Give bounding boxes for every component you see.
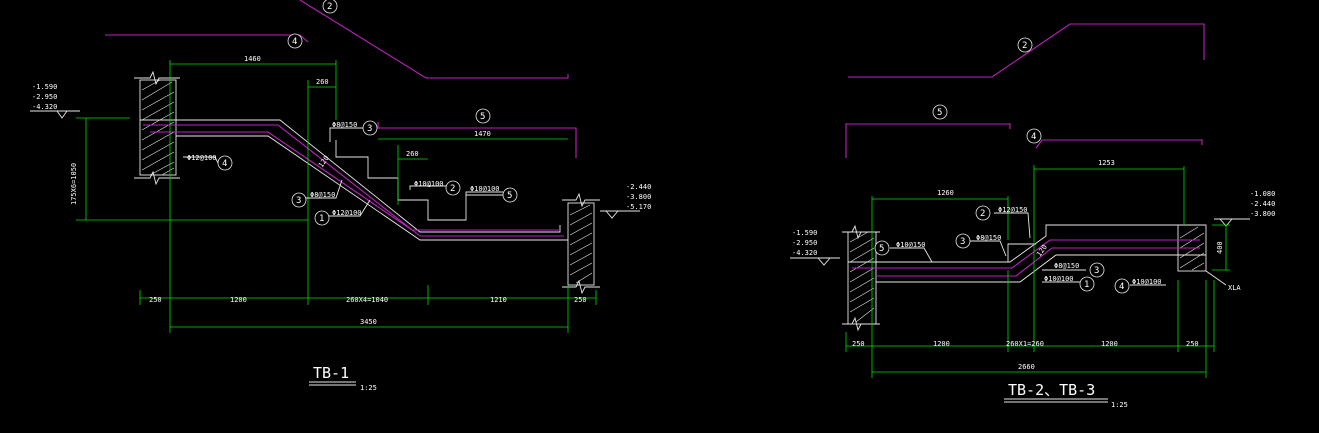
svg-text:3: 3 [296,196,301,206]
callout-left-3a: 3 [362,120,378,136]
callout-right-5b: 5 [874,240,890,256]
rebar-label-3: Φ8@150 [332,121,357,129]
leader-lines-right [890,212,1166,286]
dim-overall: 3450 [360,318,377,326]
elev-r-right-2: -2.440 [1250,200,1275,208]
rebar-label-1: Φ12@100 [332,209,362,217]
callout-right-1: 1 [1079,276,1095,292]
svg-text:4: 4 [1119,282,1124,292]
elev-r-right-1: -1.080 [1250,190,1275,198]
dim-260-mid: 260 [406,150,419,158]
elev-right-2: -3.800 [626,193,651,201]
dim-1253: 1253 [1098,159,1115,167]
elev-left-2: -2.950 [32,93,57,101]
svg-text:1: 1 [319,214,324,224]
elev-r-left-2: -2.950 [792,239,817,247]
elev-r-left-1: -1.590 [792,229,817,237]
callout-left-5b: 5 [502,187,518,203]
dim-1460: 1460 [244,55,261,63]
elev-right-3: -5.170 [626,203,651,211]
dim-bottom-1210: 1210 [490,296,507,304]
detail-tb-1: -1.590 -2.950 -4.320 -2.440 -3.800 -5.17… [30,0,651,392]
callout-right-5a: 5 [932,104,948,120]
elev-left-3: -4.320 [32,103,57,111]
dim-bottom-250-left: 250 [149,296,162,304]
rebar-lines [105,0,577,237]
rebar-lines-right [845,23,1205,277]
title-tb-1: TB-1 [313,364,349,382]
svg-text:4: 4 [292,37,297,47]
rebar-r-label-3: Φ8@150 [976,234,1001,242]
callout-left-2b: 2 [445,180,461,196]
rebar-r-label-1: Φ10@100 [1044,275,1074,283]
rebar-r-label-3b: Φ8@150 [1054,262,1079,270]
leader-lines [183,127,503,217]
dim-vertical: 175X6=1050 [70,163,78,205]
dimension-lines-right [845,165,1230,378]
rebar-label-2: Φ10@100 [414,180,444,188]
svg-text:2: 2 [980,209,985,219]
rebar-r-label-2: Φ12@150 [998,206,1028,214]
rebar-r-label-4: Φ10@100 [1132,278,1162,286]
svg-text:2: 2 [450,184,455,194]
dim-1260: 1260 [937,189,954,197]
callout-right-2a: 2 [1017,37,1033,53]
svg-text:3: 3 [960,237,965,247]
dim-r-bottom-250-right: 250 [1186,340,1199,348]
dim-r-bottom-1200-left: 1200 [933,340,950,348]
rebar-label-4: Φ12@100 [187,154,217,162]
dim-r-overall: 2660 [1018,363,1035,371]
beam-tag-xla: XLA [1228,284,1241,292]
svg-text:2: 2 [327,2,332,12]
callout-right-3a: 3 [955,233,971,249]
callout-right-4a: 4 [1026,128,1042,144]
dim-bottom-250-right: 250 [574,296,587,304]
dim-400: 400 [1216,241,1224,254]
callout-left-4a: 4 [287,33,303,49]
elev-left-1: -1.590 [32,83,57,91]
callout-left-2a: 2 [322,0,338,14]
dim-bottom-1200: 1200 [230,296,247,304]
scale-tb-1: 1:25 [360,384,377,392]
svg-text:5: 5 [480,112,485,122]
svg-text:5: 5 [879,244,884,254]
callout-right-3b: 3 [1089,262,1105,278]
dim-r-bottom-1200-right: 1200 [1101,340,1118,348]
rebar-r-label-5: Φ10@150 [896,241,926,249]
callout-left-5a: 5 [475,108,491,124]
dim-r-bottom-250-left: 250 [852,340,865,348]
svg-text:1: 1 [1084,280,1089,290]
elev-right-1: -2.440 [626,183,651,191]
callout-right-4b: 4 [1114,278,1130,294]
callout-left-4b: 4 [217,155,233,171]
dimension-lines [76,60,597,333]
svg-text:3: 3 [1094,266,1099,276]
elev-r-right-3: -3.800 [1250,210,1275,218]
rebar-label-5: Φ10@100 [470,185,500,193]
callout-right-2b: 2 [975,205,991,221]
dim-r-bottom-steps: 260X1=260 [1006,340,1044,348]
svg-text:2: 2 [1022,41,1027,51]
dim-thickness: 120 [317,154,331,169]
title-tb-2-tb-3: TB-2、TB-3 [1008,381,1095,399]
scale-tb-2-tb-3: 1:25 [1111,401,1128,409]
svg-text:3: 3 [367,124,372,134]
callout-left-3b: 3 [291,192,307,208]
stair-outline-right [790,218,1250,332]
svg-text:5: 5 [937,108,942,118]
dim-bottom-steps: 260X4=1040 [346,296,388,304]
rebar-label-3b: Φ8@150 [310,191,335,199]
elev-r-left-3: -4.320 [792,249,817,257]
stair-outline [30,70,640,295]
callout-left-1: 1 [314,210,330,226]
svg-text:4: 4 [222,159,227,169]
svg-text:4: 4 [1031,132,1036,142]
dim-thickness-right: 120 [1035,243,1049,258]
dim-1470: 1470 [474,130,491,138]
detail-tb-2-tb-3: -1.590 -2.950 -4.320 -1.080 -2.440 -3.80… [790,23,1275,409]
dim-260-top: 260 [316,78,329,86]
svg-text:5: 5 [507,191,512,201]
